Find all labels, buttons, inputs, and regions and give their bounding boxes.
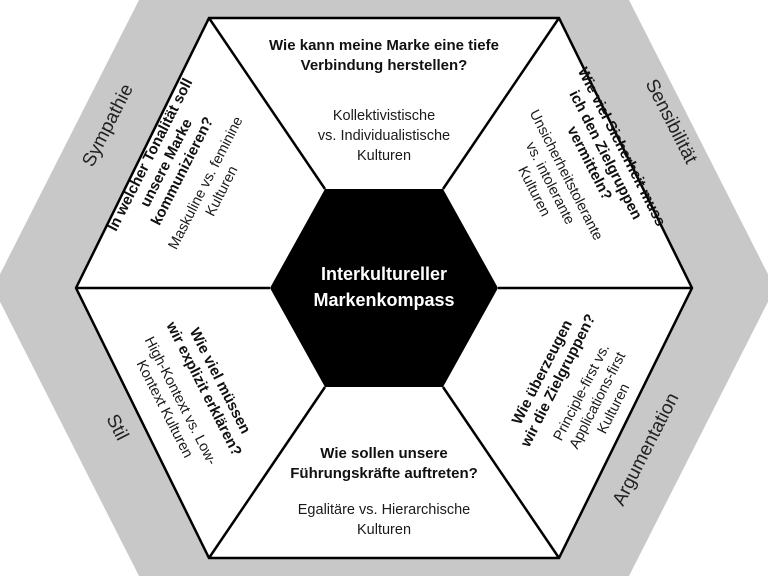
segment-top-answer-1: Kollektivistische <box>333 108 435 124</box>
segment-bottom-question-1: Wie sollen unsere <box>320 445 447 462</box>
divider-lower-left <box>207 386 327 559</box>
center-hexagon <box>270 189 498 387</box>
center-title-line1: Interkultureller <box>321 264 447 284</box>
segment-top-question-2: Verbindung herstellen? <box>301 57 468 74</box>
divider-upper-right <box>441 17 561 190</box>
divider-lower-right <box>441 386 561 559</box>
segment-top-answer-2: vs. Individualistische <box>318 128 450 144</box>
segment-bottom-answer-2: Kulturen <box>357 522 411 538</box>
segment-top-question-1: Wie kann meine Marke eine tiefe <box>269 37 499 54</box>
segment-top-answer-3: Kulturen <box>357 148 411 164</box>
segment-dividers <box>76 17 692 559</box>
segment-bottom: Wie sollen unsere Führungskräfte auftret… <box>290 445 478 538</box>
center-title-line2: Markenkompass <box>313 290 454 310</box>
segment-top: Wie kann meine Marke eine tiefe Verbindu… <box>269 37 499 164</box>
segment-bottom-answer-1: Egalitäre vs. Hierarchische <box>298 502 470 518</box>
divider-upper-left <box>207 17 327 190</box>
segment-bottom-question-2: Führungskräfte auftreten? <box>290 465 478 482</box>
